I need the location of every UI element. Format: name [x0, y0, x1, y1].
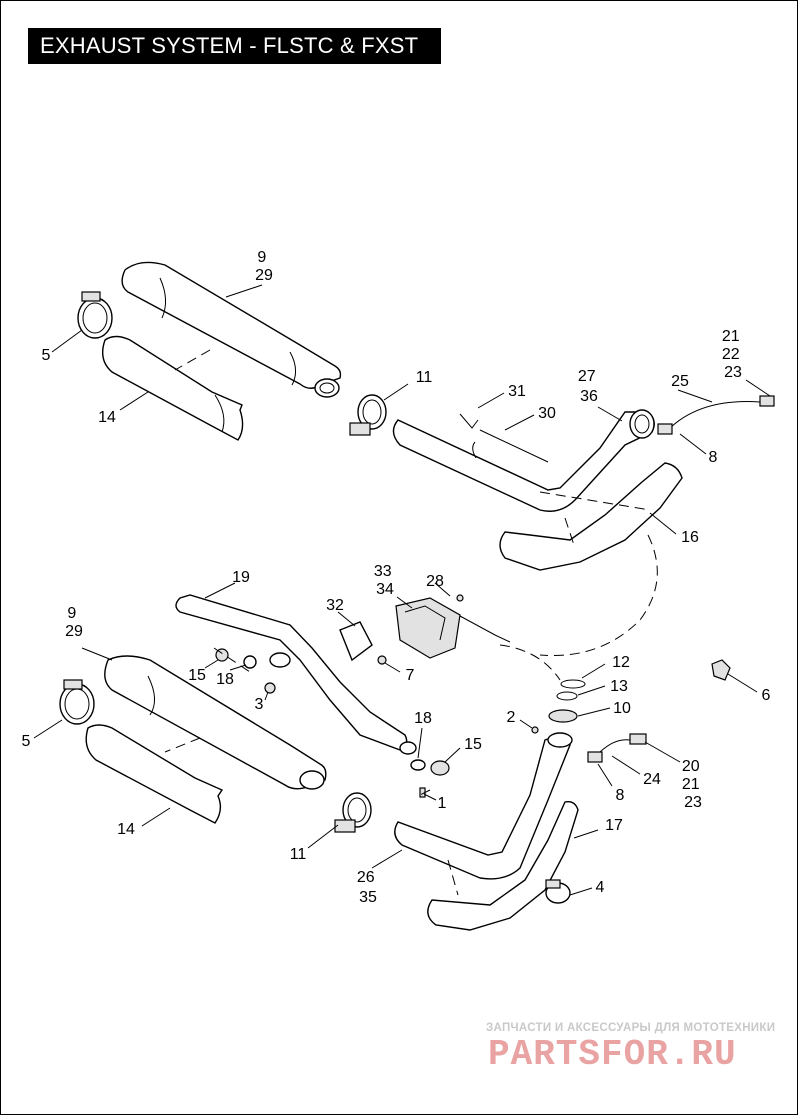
callout-9-29-lower: 9 29 — [65, 605, 83, 640]
callout-16: 16 — [681, 529, 699, 546]
callout-15-left: 15 — [188, 667, 206, 684]
small-hardware — [215, 594, 539, 798]
o2-sensor-upper — [657, 395, 775, 435]
upper-clamp-5 — [77, 291, 113, 339]
callout-33-34: 33 34 — [374, 563, 396, 598]
actuator-33 — [395, 597, 511, 659]
callout-5-lower: 5 — [22, 733, 31, 750]
middle-dashed-path — [213, 644, 561, 681]
lower-clamp-4 — [545, 879, 571, 904]
lower-heat-shield-17 — [427, 800, 579, 931]
callout-6: 6 — [762, 687, 771, 704]
lower-muffler-shield — [85, 724, 224, 824]
callout-1: 1 — [438, 795, 447, 812]
page-title: EXHAUST SYSTEM - FLSTC & FXST — [28, 28, 441, 64]
lower-dashed-path — [164, 737, 459, 896]
bracket-32 — [339, 621, 373, 662]
lower-header-pipe — [394, 732, 573, 880]
callout-11-upper: 11 — [416, 369, 433, 386]
callout-labels: 9 29 5 14 11 31 30 27 36 25 21 22 23 8 1… — [22, 249, 771, 906]
callout-8-lower: 8 — [616, 787, 625, 804]
callout-3: 3 — [255, 696, 264, 713]
upper-dashed-path — [174, 349, 658, 657]
callout-2: 2 — [507, 709, 516, 726]
callout-7: 7 — [406, 667, 415, 684]
callout-14-lower: 14 — [117, 821, 135, 838]
callout-13: 13 — [610, 678, 628, 695]
leader-lines — [33, 284, 771, 896]
callout-9-29-upper: 9 29 — [255, 249, 273, 284]
gaskets-12-13-10 — [548, 679, 586, 723]
lower-muffler — [104, 655, 327, 790]
upper-muffler-shield — [102, 335, 244, 441]
callout-31: 31 — [508, 383, 526, 400]
callout-26-35: 26 35 — [357, 869, 379, 906]
callout-17: 17 — [605, 817, 623, 834]
watermark-subtitle: ЗАПЧАСТИ И АКСЕССУАРЫ ДЛЯ МОТОТЕХНИКИ — [486, 1022, 776, 1034]
callout-20-21-23: 20 21 23 — [682, 758, 704, 811]
callout-28: 28 — [426, 573, 444, 590]
callout-8-upper: 8 — [709, 449, 718, 466]
o2-sensor-lower — [587, 733, 647, 763]
callout-11-lower: 11 — [290, 846, 307, 863]
callout-21-22-23-upper: 21 22 23 — [722, 328, 744, 381]
callout-19: 19 — [232, 569, 250, 586]
watermark-logo: PARTSFOR.RU — [488, 1034, 737, 1075]
callout-18-right: 18 — [414, 710, 432, 727]
clip-6 — [711, 659, 731, 681]
crossover-bracket-19 — [175, 594, 417, 755]
callout-10: 10 — [613, 700, 631, 717]
callout-32: 32 — [326, 597, 344, 614]
upper-header-pipe — [392, 409, 655, 512]
callout-30: 30 — [538, 405, 556, 422]
lower-clamp-5 — [59, 679, 95, 725]
bracket-31 — [459, 413, 549, 463]
callout-12: 12 — [612, 654, 630, 671]
callout-24: 24 — [643, 771, 661, 788]
callout-18-left: 18 — [216, 671, 234, 688]
lower-clamp-11 — [334, 792, 372, 833]
callout-5-upper: 5 — [42, 347, 51, 364]
callout-25: 25 — [671, 373, 689, 390]
callout-4: 4 — [596, 879, 605, 896]
upper-muffler — [121, 261, 342, 398]
callout-15-right: 15 — [464, 736, 482, 753]
callout-27-36: 27 36 — [578, 368, 600, 405]
callout-14-upper: 14 — [98, 409, 116, 426]
upper-clamp-11 — [349, 394, 387, 436]
upper-heat-shield-16 — [499, 462, 683, 571]
